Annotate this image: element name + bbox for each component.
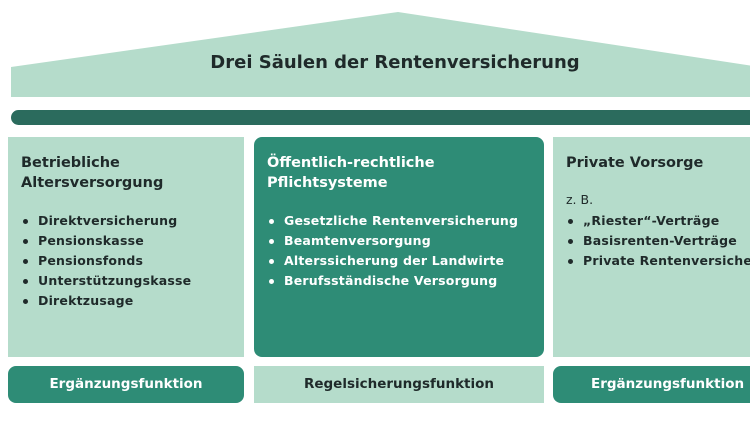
list-item: Unterstützungskasse <box>21 271 232 291</box>
list-item: Pensionskasse <box>21 231 232 251</box>
list-item: Direktversicherung <box>21 211 232 231</box>
list-item: Pensionsfonds <box>21 251 232 271</box>
pillar-list: Direktversicherung Pensionskasse Pension… <box>21 211 232 311</box>
pillar-list: Gesetzliche Rentenversicherung Beamtenve… <box>267 211 532 291</box>
list-item: Direktzusage <box>21 291 232 311</box>
list-item: Beamtenversorgung <box>267 231 532 251</box>
list-item: Private Rentenversicherung <box>566 251 750 271</box>
list-item: Basisrenten-Verträge <box>566 231 750 251</box>
pillar-prefix: z. B. <box>566 192 594 207</box>
pillar-private-provision: Private Vorsorge z. B. „Riester“-Verträg… <box>553 137 750 357</box>
roof-title: Drei Säulen der Rentenversicherung <box>210 52 580 73</box>
pillar-occupational-pension: Betriebliche Altersversorgung Direktvers… <box>8 137 244 357</box>
base-supplementary-function-right: Ergänzungsfunktion <box>553 366 750 403</box>
list-item: Berufsständische Versorgung <box>267 271 532 291</box>
pillar-list: „Riester“-Verträge Basisrenten-Verträge … <box>566 211 750 271</box>
base-supplementary-function-left: Ergänzungsfunktion <box>8 366 244 403</box>
roof <box>11 12 750 97</box>
pillar-title: Betriebliche Altersversorgung <box>21 155 164 191</box>
base-standard-security-function: Regelsicherungsfunktion <box>254 366 544 403</box>
pillar-public-mandatory-systems: Öffentlich-rechtliche Pflichtsysteme Ges… <box>254 137 544 357</box>
roof-shape <box>11 12 750 97</box>
list-item: „Riester“-Verträge <box>566 211 750 231</box>
list-item: Gesetzliche Rentenversicherung <box>267 211 532 231</box>
roof-beam <box>11 110 750 125</box>
list-item: Alterssicherung der Landwirte <box>267 251 532 271</box>
pillar-title: Private Vorsorge <box>566 155 704 171</box>
pillar-title: Öffentlich-rechtliche Pflichtsysteme <box>267 155 435 191</box>
